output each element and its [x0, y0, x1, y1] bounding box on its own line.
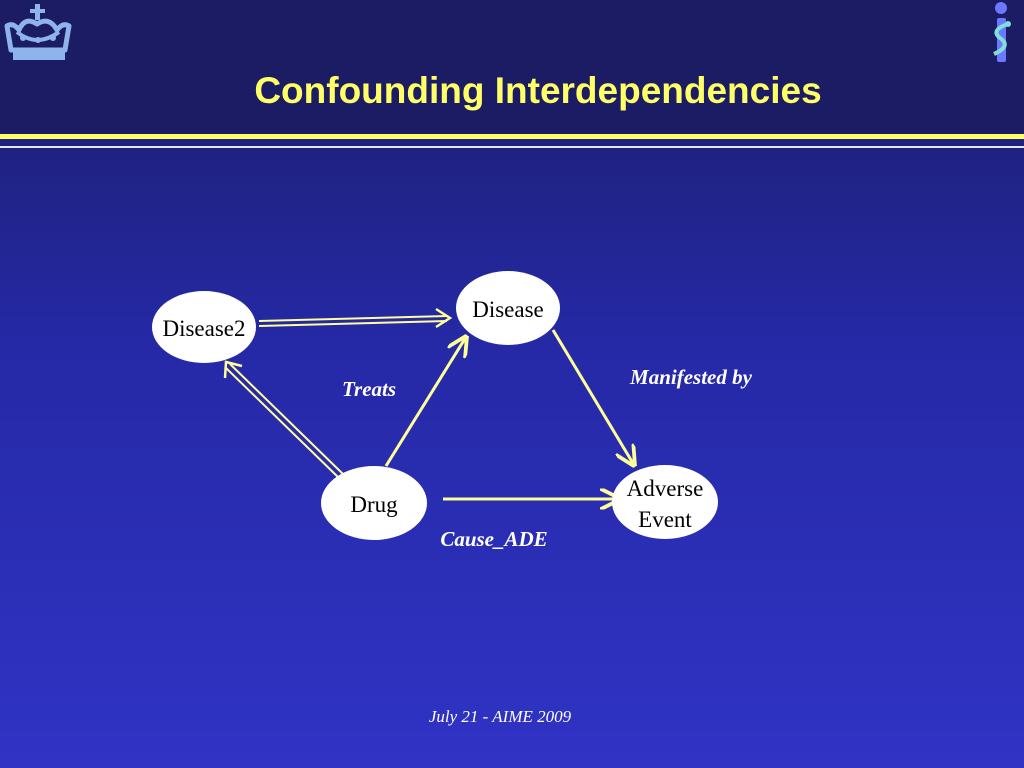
svg-text:Disease: Disease — [472, 297, 544, 322]
edge-drug-to-disease2 — [223, 360, 344, 479]
node-disease2: Disease2 — [152, 291, 256, 363]
edge-disease2-to-disease — [258, 307, 453, 329]
title-underline-yellow — [0, 134, 1024, 139]
label-treats: Treats — [342, 377, 396, 401]
svg-text:Drug: Drug — [350, 492, 398, 517]
info-caduceus-icon — [993, 2, 1011, 62]
svg-text:Event: Event — [638, 507, 692, 532]
slide-header — [0, 0, 1024, 134]
svg-text:Adverse: Adverse — [627, 476, 704, 501]
svg-text:Disease2: Disease2 — [162, 316, 245, 341]
edge-treats — [384, 337, 466, 467]
crown-icon — [4, 4, 72, 60]
slide-title: Confounding Interdependencies — [254, 70, 822, 111]
label-manifested-by: Manifested by — [629, 365, 753, 389]
slide-footer: July 21 - AIME 2009 — [428, 707, 572, 726]
node-adverse-event: Adverse Event — [612, 465, 718, 539]
edge-manifested-by — [551, 329, 634, 465]
node-drug: Drug — [321, 466, 427, 540]
label-cause-ade: Cause_ADE — [440, 527, 547, 551]
title-underline-white — [0, 146, 1024, 148]
node-disease: Disease — [456, 271, 560, 345]
